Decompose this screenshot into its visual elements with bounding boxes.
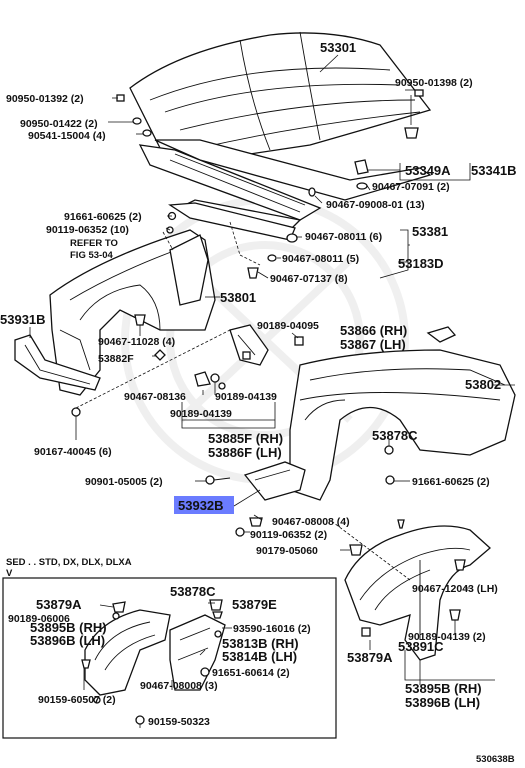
cover-clip-icons [247,233,298,279]
label-pad-lh: 53886F (LH) [208,445,282,460]
label-apron: 53801 [220,290,256,305]
label-bolt-2: 90901-05005 (2) [85,476,163,488]
apron-part [49,229,216,396]
label-bolt-6: 90167-40045 (6) [34,446,112,458]
bracket-rh-lh-part [426,326,457,343]
label-inset-13b: 53813B (RH) [222,636,299,651]
label-clip-6: 90467-08011 (6) [305,231,382,243]
label-clip-seal: 90467-07091 (2) [372,181,450,193]
fender-liner-clip-icons [361,559,466,637]
label-hood: 53301 [320,40,356,55]
bracket-center-part [229,324,269,366]
label-clip-8: 90467-07137 (8) [270,273,348,285]
label-screw-25: 91661-60625 (2) [64,211,142,223]
label-seal-f: 53882F [98,353,134,365]
label-clip-5: 90467-08011 (5) [282,253,359,265]
label-clip-4: 90467-11028 (4) [98,336,175,348]
label-clip-left: 90950-01392 (2) [6,93,84,105]
label-sed-note: SED . . STD, DX, DLX, DLXA [6,557,132,568]
label-inset-liner-e: 53879E [232,597,277,612]
bracket-center-clip-icons [194,336,304,390]
cowl-clip-icons [308,159,369,197]
liner-clip-icons [235,517,405,556]
liner-bracket-part [14,334,101,391]
pad-part [243,461,306,501]
label-seal-c: 53878C [372,428,418,443]
label-inset-14b: 53814B (LH) [222,649,297,664]
pad-bolt-icons [205,475,231,485]
label-liner-lh: 53896B (LH) [405,695,480,710]
label-inset-95b-rh: 53895B (RH) [30,620,107,635]
label-cover-top: 53381 [412,224,448,239]
label-inset-liner-a: 53879A [36,597,82,612]
label-clip-8136: 90467-08136 [124,391,186,403]
label-liner-c: 53891C [398,639,444,654]
label-bracket-clip: 90189-04095 [257,320,319,332]
label-bracket-rh: 53866 (RH) [340,323,407,338]
label-cover-d: 53183D [398,256,444,271]
label-highlight-part: 53932B [178,498,224,513]
label-seal-a: 53349A [405,163,451,178]
label-bolt-hood: 90541-15004 (4) [28,130,106,142]
label-screw-fender: 91661-60625 (2) [412,476,490,488]
label-inset-60507: 90159-60507 (2) [38,694,116,706]
inset-clip-icons [81,599,223,725]
label-liner-rh: 53895B (RH) [405,681,482,696]
label-fender: 53802 [465,377,501,392]
label-refer-1: REFER TO [70,238,118,249]
label-clip-13: 90467-09008-01 (13) [326,199,425,211]
label-inset-91651: 91651-60614 (2) [212,667,290,679]
label-sed-v: V [6,568,13,579]
label-liner-a: 53879A [347,650,393,665]
label-clip-4139a: 90189-04139 [215,391,277,403]
label-liner-b: 53931B [0,312,46,327]
label-clip-8008: 90467-08008 (4) [272,516,350,528]
label-inset-clip-6006: 90189-06006 [8,613,70,625]
label-inset-96b-lh: 53896B (LH) [30,633,105,648]
label-pad-rh: 53885F (RH) [208,431,283,446]
label-clip-12043: 90467-12043 (LH) [412,583,498,595]
labels: 53301 90950-01392 (2) 90950-01398 (2) 90… [0,40,517,765]
label-clip-right: 90950-01398 (2) [395,77,473,89]
label-bracket-lh: 53867 (LH) [340,337,406,352]
fender-fastener-icons [384,445,395,485]
label-nut-10: 90119-06352 (10) [46,224,129,236]
label-inset-93590: 93590-16016 (2) [233,623,311,635]
label-inset-8008: 90467-08008 (3) [140,680,218,692]
label-inset-50323: 90159-50323 [148,716,210,728]
inset-liner-part [84,609,171,696]
label-clip-4139c: 90189-04139 (2) [408,631,486,643]
fender-liner-part [344,525,491,661]
highlight-box [174,496,234,514]
label-refer-2: FIG 53-04 [70,250,113,261]
fender-part [289,349,516,501]
hood-part [129,31,432,161]
label-inset-seal-c: 53878C [170,584,216,599]
inset-box [2,577,337,739]
label-nut-2: 90119-06352 (2) [250,529,327,541]
label-clip-5060: 90179-05060 [256,545,318,557]
label-clip-4139b: 90189-04139 [170,408,232,420]
label-seal-assy: 53341B [471,163,517,178]
label-clip-small: 90950-01422 (2) [20,118,98,130]
label-footer-code: 530638B [476,754,515,765]
hood-clip-icons [116,89,424,139]
inset-guard-part [169,614,226,691]
